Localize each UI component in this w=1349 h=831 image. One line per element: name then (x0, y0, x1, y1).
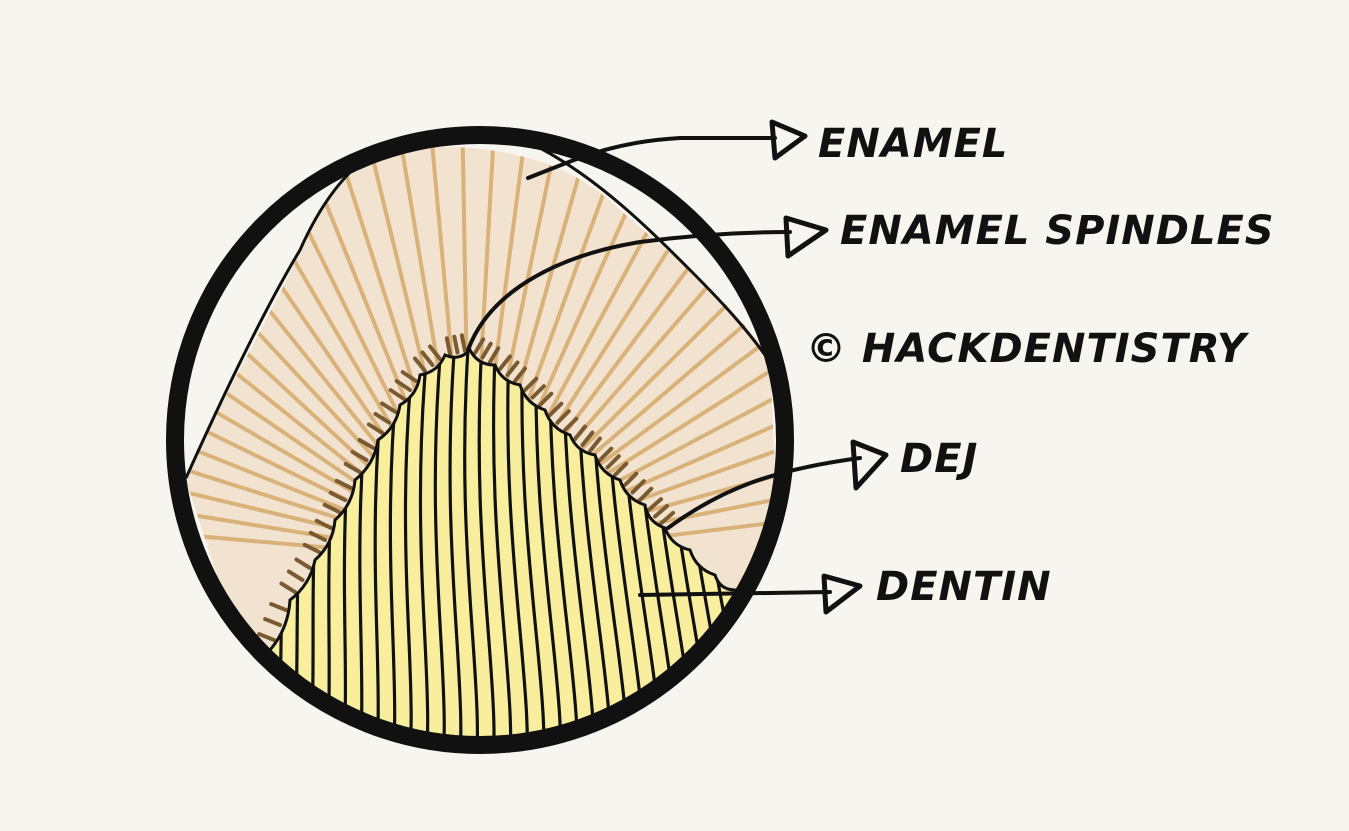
enamel-spindles (257, 333, 676, 642)
enamel-spindle (459, 333, 467, 353)
dentinal-tubules (268, 350, 748, 745)
enamel-spindle (523, 376, 539, 392)
label-dej: DEJ (900, 436, 978, 482)
enamel-spindle (647, 497, 664, 512)
enamel-spindle (308, 530, 327, 542)
enamel-rod (525, 163, 780, 506)
enamel-spindle (630, 479, 646, 495)
enamel-leader (526, 136, 777, 180)
enamel-spindle (530, 384, 546, 400)
enamel-spindle (334, 478, 353, 490)
enamel-spindle (420, 350, 435, 367)
enamel-spindle (548, 401, 564, 417)
label-enamel: ENAMEL (818, 121, 1008, 167)
spindles-leader (466, 230, 792, 352)
enamel-spindle (413, 356, 427, 373)
enamel-spindle (286, 569, 305, 582)
enamel-spindle (452, 334, 460, 355)
dentinal-tubule (477, 350, 496, 745)
arrowheads (769, 119, 889, 615)
enamel-spindle (263, 617, 282, 627)
enamel-spindle (580, 430, 595, 447)
enamel-spindle (598, 446, 614, 462)
enamel-spindle (444, 336, 452, 356)
label-dentin: DENTIN (876, 564, 1052, 610)
enamel-spindle (563, 416, 579, 432)
enamel-spindle (473, 337, 486, 355)
magnifier-circle (166, 126, 794, 754)
label-copyright: © HACKDENTISTRY (806, 326, 1250, 372)
enamel-spindle (513, 366, 527, 383)
arrowhead-enamel (769, 119, 808, 161)
dentin-leader (638, 590, 832, 597)
dentinal-tubule (520, 350, 546, 745)
dentinal-tubule (506, 350, 530, 745)
enamel-spindle (343, 462, 362, 474)
enamel-spindle (257, 632, 276, 642)
enamel-spindle (294, 557, 312, 570)
enamel-spindle (357, 438, 376, 450)
enamel-outline-right (539, 146, 772, 363)
enamel-rod (186, 312, 399, 527)
dentinal-tubule (534, 350, 563, 745)
enamel-spindle (573, 424, 587, 441)
enamel-spindle (380, 401, 398, 414)
dentinal-tubule (418, 350, 431, 745)
enamel-rod (186, 350, 397, 533)
enamel-spindle (314, 518, 333, 530)
dentinal-tubule (491, 350, 513, 745)
dentinal-tubule (433, 350, 446, 745)
arrowhead-dentin (821, 573, 863, 615)
enamel-spindle (350, 450, 369, 462)
enamel-spindle (269, 602, 288, 612)
enamel-spindle (659, 510, 676, 526)
dentinal-tubule (403, 350, 418, 745)
enamel-spindle (373, 411, 391, 425)
enamel-spindle (638, 486, 654, 502)
leader-arrows (466, 136, 862, 597)
enamel-spindle (366, 422, 385, 435)
enamel-spindle (505, 360, 520, 377)
enamel-spindle (328, 490, 347, 502)
enamel-spindle (302, 542, 321, 554)
arrowhead-dej (850, 439, 889, 491)
enamel-spindle (588, 436, 602, 453)
label-enamel-spindles: ENAMEL SPINDLES (840, 208, 1275, 254)
dentinal-tubule (448, 350, 463, 745)
enamel-spindle (388, 388, 406, 401)
enamel-spindle (555, 409, 571, 425)
enamel-spindle (538, 391, 554, 407)
enamel-spindle (623, 471, 639, 487)
enamel-spindle (613, 461, 629, 477)
enamel-spindle (498, 354, 512, 371)
enamel-spindle (400, 370, 418, 383)
enamel-spindle (322, 502, 341, 514)
enamel-spindle (605, 454, 621, 470)
enamel-rod (186, 428, 393, 544)
enamel-spindle (279, 581, 297, 594)
enamel-rod (186, 388, 395, 538)
enamel-spindle (428, 344, 442, 361)
enamel-spindle (488, 346, 501, 364)
enamel-spindle (394, 379, 412, 392)
dej-leader (666, 456, 862, 530)
enamel-outline (184, 148, 379, 479)
enamel-spindle (480, 341, 493, 360)
arrowhead-spindles (783, 215, 829, 259)
enamel-spindle (653, 504, 670, 519)
dentinal-tubule (463, 350, 480, 745)
